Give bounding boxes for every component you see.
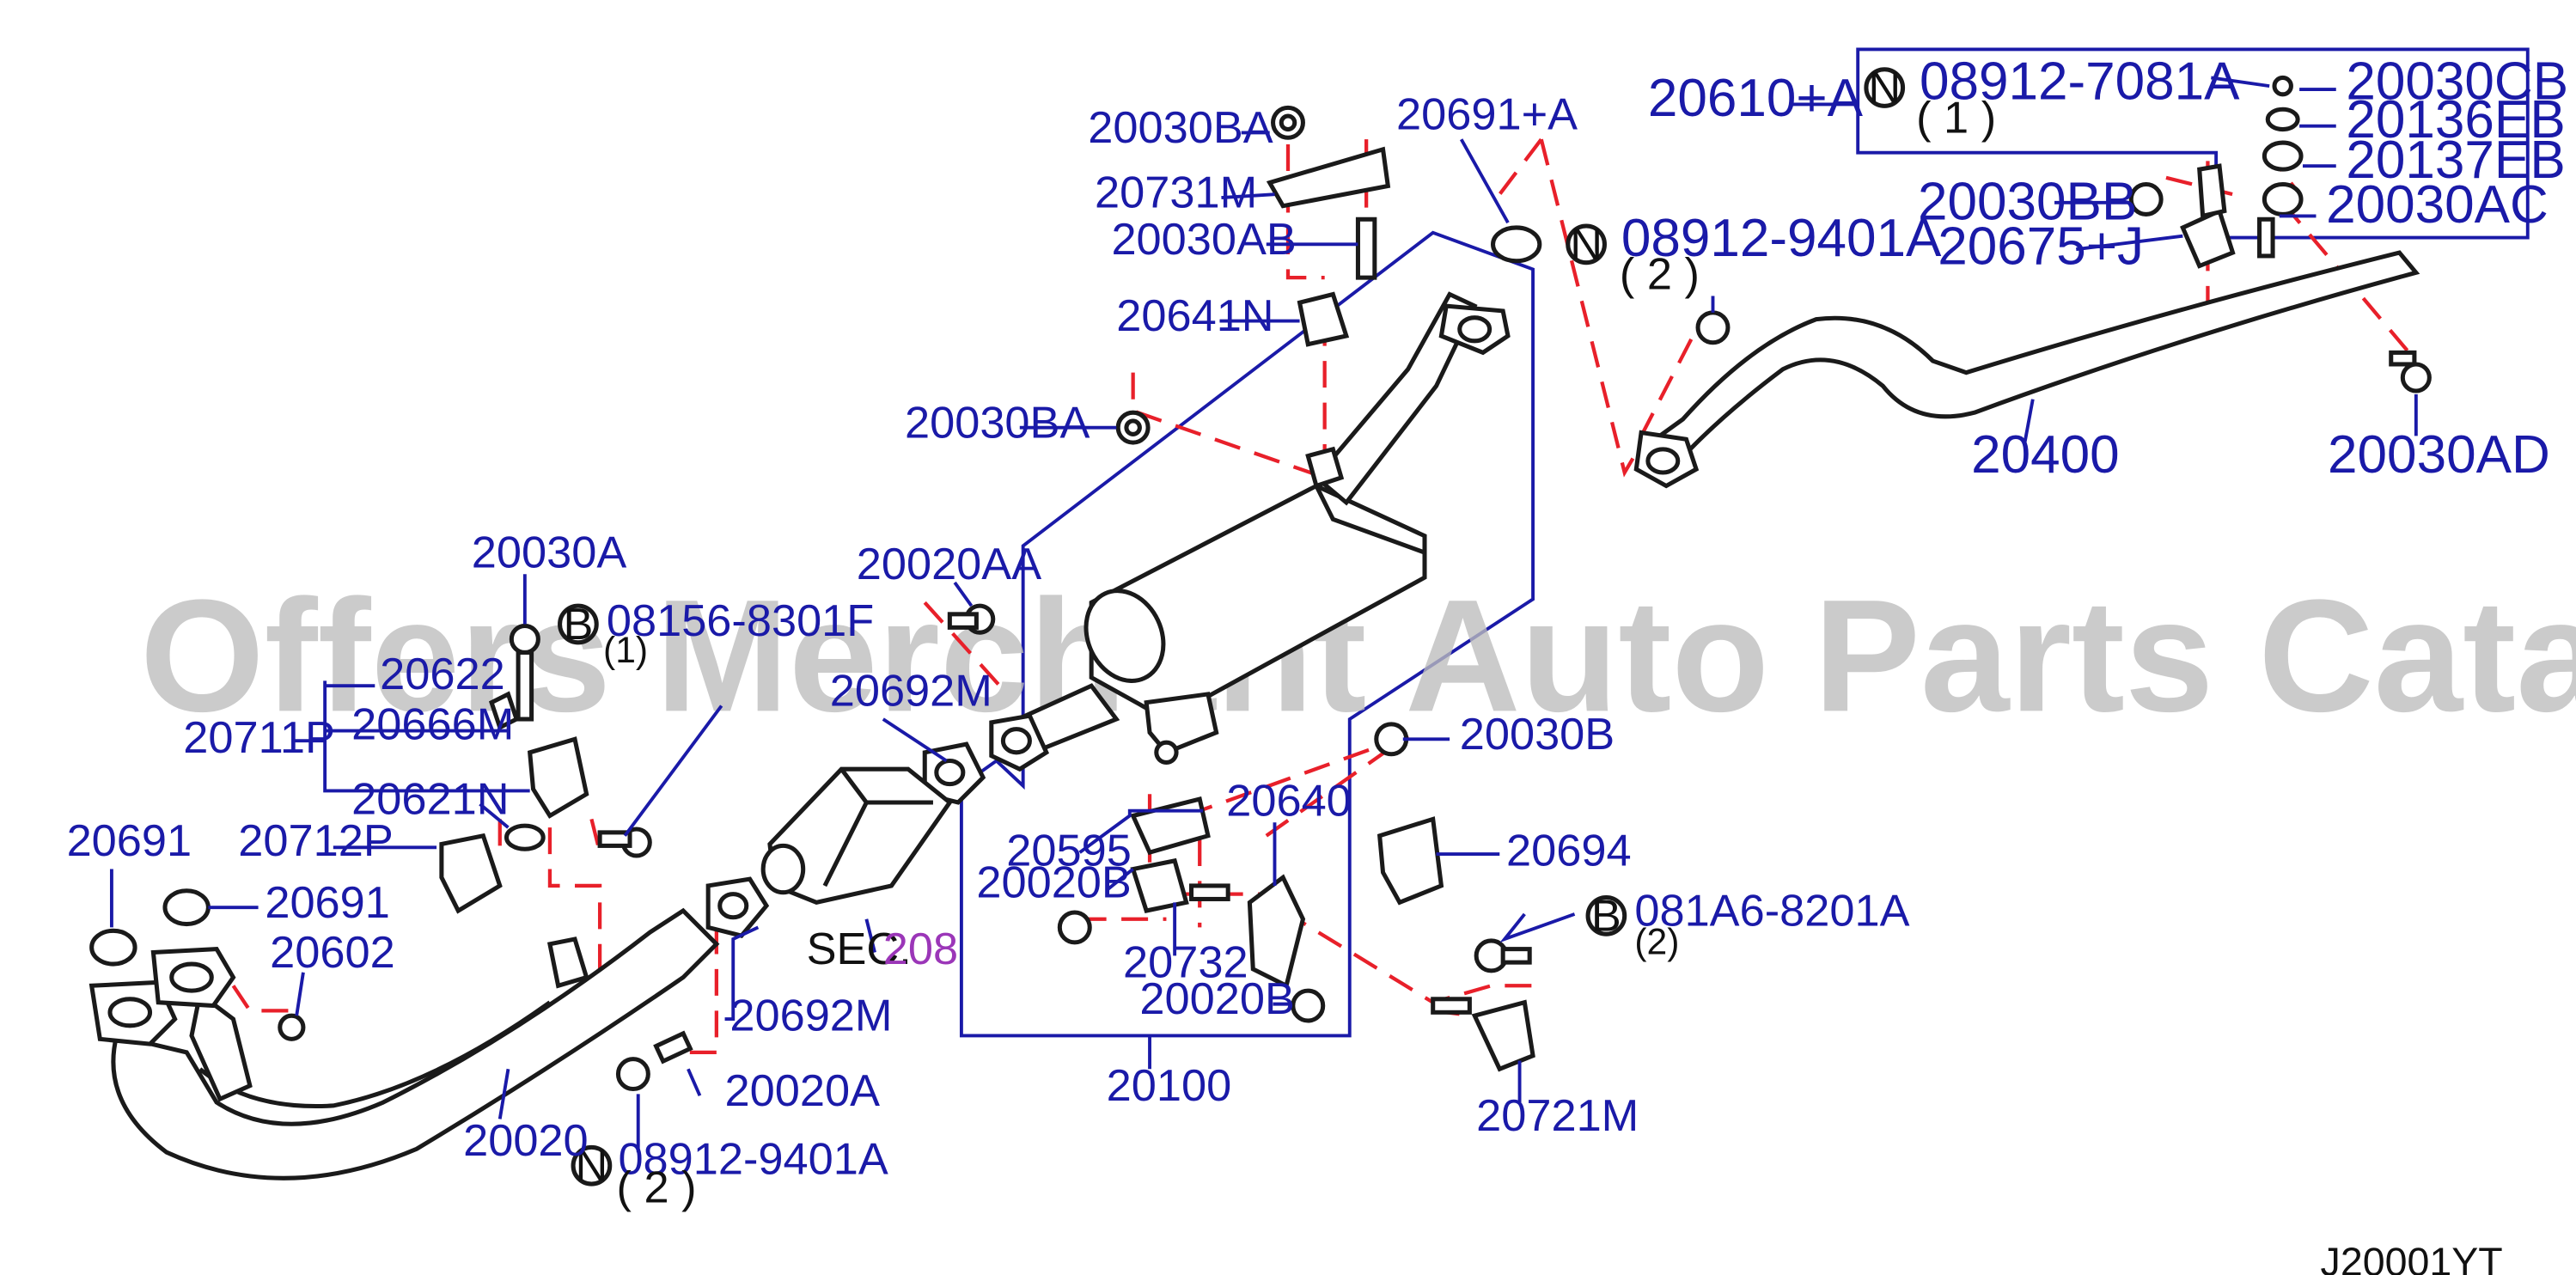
gasket-20691-right (162, 888, 211, 927)
part-label-20020aa[interactable]: 20020AA (857, 540, 1041, 589)
part-label-20692m[interactable]: 20692M (729, 991, 892, 1041)
marker-n-bottom (571, 1144, 613, 1187)
tail-pipe-clamp (2180, 208, 2236, 269)
part-label-20100[interactable]: 20100 (1107, 1061, 1232, 1111)
insulator-20641n (1297, 291, 1350, 347)
gasket-20691-left (89, 928, 137, 967)
marker-b-left-letter: B (563, 600, 593, 650)
part-label-20020b[interactable]: 20020B (976, 858, 1131, 908)
circle-markers: N N N B B (558, 64, 1906, 1191)
part-label-20640[interactable]: 20640 (1226, 776, 1352, 826)
part-label-08912-9401a-top[interactable]: 08912-9401A (1621, 209, 1942, 268)
part-label-20666m[interactable]: 20666M (351, 699, 514, 749)
qty-08912-9401a-bot: ( 2 ) (617, 1162, 697, 1212)
marker-n-top-right-letter: N (1868, 64, 1901, 113)
part-label-20675j[interactable]: 20675+J (1938, 217, 2144, 277)
part-label-20595[interactable]: 20595 (1006, 827, 1132, 876)
part-label-20712p[interactable]: 20712P (238, 816, 393, 866)
section-ref-208-link[interactable]: 208 (883, 924, 958, 974)
drawing-code: J20001YT (2321, 1240, 2503, 1275)
section-ref-prefix: SEC. (807, 924, 912, 974)
marker-n-bottom-letter: N (576, 1141, 608, 1191)
hanger-20640 (1247, 874, 1306, 989)
part-label-20137eb[interactable]: 20137EB (2346, 131, 2565, 190)
part-label-20030cb[interactable]: 20030CB (2346, 52, 2568, 112)
part-label-20030ab[interactable]: 20030AB (1111, 215, 1296, 265)
bracket-20711p (527, 736, 589, 819)
part-label-20602[interactable]: 20602 (270, 928, 395, 978)
part-label-20711p[interactable]: 20711P (183, 713, 335, 763)
marker-n-middle-letter: N (1570, 220, 1602, 270)
part-label-20030a[interactable]: 20030A (472, 528, 627, 578)
part-label-20732[interactable]: 20732 (1123, 938, 1248, 988)
qty-08912-7081a: ( 1 ) (1916, 93, 1996, 143)
marker-b-left (558, 603, 599, 645)
part-label-20694[interactable]: 20694 (1506, 827, 1632, 876)
qty-08156-8301f: (1) (603, 630, 648, 671)
part-label-20641n[interactable]: 20641N (1116, 291, 1273, 341)
part-label-20731m[interactable]: 20731M (1095, 168, 1257, 218)
part-label-20622[interactable]: 20622 (380, 650, 505, 699)
fasteners (278, 75, 2432, 1092)
bracket-20732 (1130, 857, 1189, 913)
leader-lines (109, 76, 2418, 1153)
part-label-20721m[interactable]: 20721M (1476, 1091, 1639, 1141)
part-label-20400[interactable]: 20400 (1971, 425, 2120, 485)
part-labels: 20030BA 20691+A 20731M 20030AB 20641N 20… (67, 52, 2569, 1213)
part-label-20691-a[interactable]: 20691 (67, 816, 192, 866)
part-label-081a6-8201a[interactable]: 081A6-8201A (1634, 886, 1909, 936)
part-label-20020b-low[interactable]: 20020B (1139, 974, 1294, 1024)
muffler-outlet-pipe (1313, 291, 1478, 506)
part-label-20030b[interactable]: 20030B (1460, 710, 1615, 760)
tail-hardware-group-outline (1856, 47, 2530, 240)
part-label-20610a[interactable]: 20610+A (1648, 69, 1864, 128)
part-label-20030bb[interactable]: 20030BB (1918, 172, 2137, 231)
bracket-20712p (439, 833, 503, 914)
qty-08912-9401a-top: ( 2 ) (1620, 250, 1700, 300)
part-label-20030ba-top[interactable]: 20030BA (1088, 103, 1273, 153)
part-label-20020a[interactable]: 20020A (725, 1066, 881, 1116)
part-label-20691a[interactable]: 20691+A (1396, 90, 1578, 140)
qty-081a6-8201a: (2) (1634, 921, 1679, 962)
bracket-20721m (1471, 999, 1535, 1072)
part-label-08156-8301f[interactable]: 08156-8301F (607, 596, 874, 646)
muffler-hanger-bracket (1144, 692, 1219, 755)
part-label-20030ba-mid[interactable]: 20030BA (905, 398, 1090, 448)
part-label-08912-9401a-bot[interactable]: 08912-9401A (618, 1134, 888, 1184)
marker-b-right-letter: B (1591, 891, 1621, 941)
part-label-20691-b[interactable]: 20691 (265, 878, 390, 928)
insulator-20694 (1377, 816, 1444, 906)
part-label-20136eb[interactable]: 20136EB (2346, 90, 2565, 149)
part-label-20030ad[interactable]: 20030AD (2328, 425, 2550, 485)
front-pipe-branch (189, 990, 253, 1102)
part-label-20692m-top[interactable]: 20692M (830, 667, 992, 717)
part-label-20020[interactable]: 20020 (463, 1116, 589, 1166)
front-pipe-20020 (111, 907, 720, 1180)
marker-n-middle (1566, 223, 1607, 265)
marker-b-right (1585, 894, 1627, 936)
bracket-20731m (1266, 146, 1391, 209)
part-label-08912-7081a[interactable]: 08912-7081A (1920, 52, 2240, 112)
group-outlines (959, 47, 2530, 1038)
bracket-20595 (1130, 796, 1211, 856)
part-label-20030ac[interactable]: 20030AC (2326, 175, 2549, 235)
exhaust-parts (89, 75, 2432, 1180)
part-label-20621n[interactable]: 20621N (351, 775, 509, 825)
muffler-group-outline (959, 230, 1535, 1038)
tail-pipe-20400 (1637, 250, 2420, 469)
marker-n-top-right (1864, 67, 1906, 108)
